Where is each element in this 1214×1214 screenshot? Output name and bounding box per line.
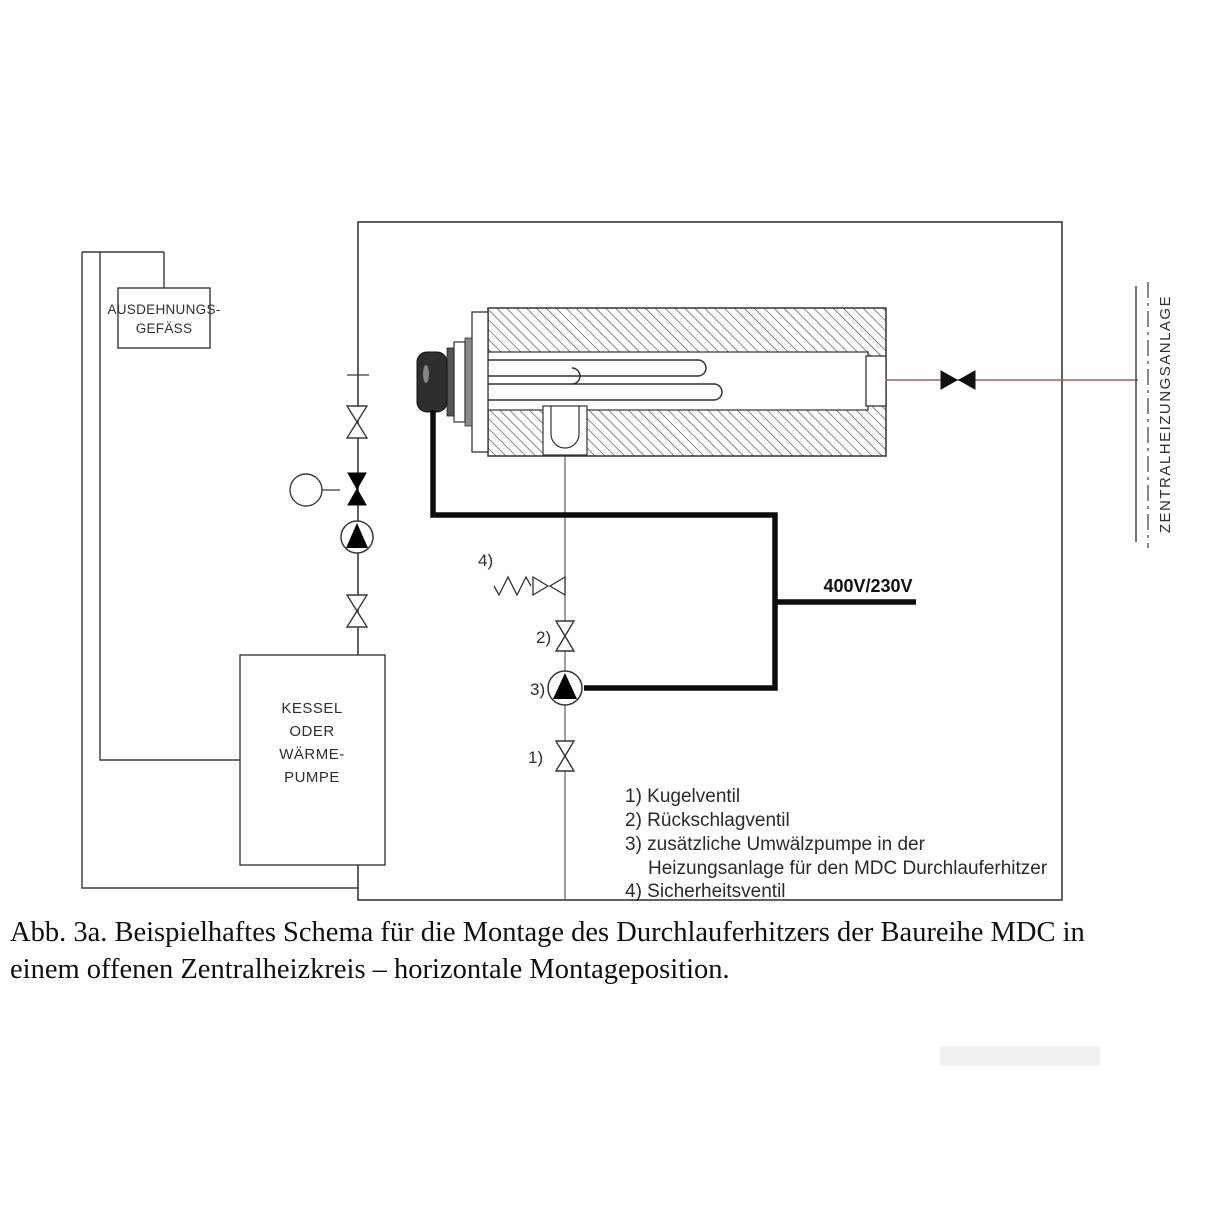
expansion-vessel-box (117, 287, 211, 349)
heating-elements (488, 359, 723, 401)
legend-item-3b: Heizungsanlage für den MDC Durchlauferhi… (648, 858, 1048, 879)
expansion-vessel: AUSDEHNUNGS- GEFÄSS (107, 287, 220, 349)
flow-valve-symbol (940, 370, 976, 390)
caption-line1: Abb. 3a. Beispielhaftes Schema für die M… (10, 917, 1085, 948)
central-heating-system: ZENTRALHEIZUNGSANLAGE (1135, 282, 1174, 548)
marker-2: 2) (536, 628, 551, 647)
spring-zigzag (493, 575, 532, 597)
safety-valve-symbol (493, 575, 566, 597)
marker-1: 1) (528, 748, 543, 767)
boiler-label-line4: PUMPE (284, 769, 340, 786)
marker-4: 4) (478, 551, 493, 570)
additional-pump-symbol (547, 670, 583, 706)
check-valve-filled-symbol (347, 472, 367, 506)
boiler-label-line3: WÄRME- (279, 746, 345, 763)
legend-item-4: 4) Sicherheitsventil (625, 881, 786, 902)
power-cable (430, 410, 916, 691)
circulation-pump-symbol (340, 520, 374, 554)
ball-valve-1-symbol (554, 740, 576, 772)
caption-line2: einem offenen Zentralheizkreis – horizon… (10, 954, 730, 985)
expansion-vessel-label-line2: GEFÄSS (136, 321, 193, 336)
legend-item-1: 1) Kugelventil (625, 786, 740, 807)
shutoff-valve-bottom-symbol (345, 594, 369, 628)
boiler-label-line1: KESSEL (281, 700, 342, 717)
watermark (940, 1046, 1100, 1066)
mdc-heater (416, 307, 887, 457)
head-highlight (423, 365, 429, 383)
legend-item-3a: 3) zusätzliche Umwälzpumpe in der (625, 834, 926, 855)
system-boundary-box (357, 221, 1063, 901)
legend: 1) Kugelventil 2) Rückschlagventil 3) zu… (625, 786, 1048, 902)
heater-bottom-port (542, 405, 588, 456)
boiler-box (239, 654, 386, 866)
check-valve-2-symbol (554, 620, 576, 652)
pipe-inner-return (99, 252, 240, 761)
gauge-icon (289, 473, 323, 507)
heater-head-flange (416, 311, 489, 453)
expansion-vessel-label-line1: AUSDEHNUNGS- (107, 302, 220, 317)
left-valve-column (289, 374, 374, 628)
boiler-label-line2: ODER (289, 723, 334, 740)
shutoff-valve-top-symbol (345, 405, 369, 439)
figure-caption: Abb. 3a. Beispielhaftes Schema für die M… (10, 917, 1085, 985)
pipe-outer-return (81, 252, 358, 889)
cable-run (430, 410, 778, 691)
central-heating-label: ZENTRALHEIZUNGSANLAGE (1157, 295, 1174, 533)
voltage-label: 400V/230V (823, 576, 912, 596)
boiler-unit: KESSEL ODER WÄRME- PUMPE (239, 654, 386, 866)
marker-3: 3) (530, 680, 545, 699)
legend-item-2: 2) Rückschlagventil (625, 810, 790, 831)
expansion-vessel-piping (81, 251, 358, 889)
heater-outlet-fitting (865, 355, 887, 407)
